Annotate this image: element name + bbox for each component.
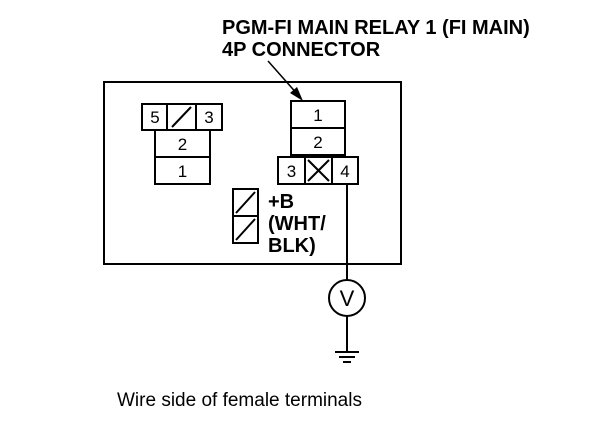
left-pin-1: 1 (178, 162, 187, 181)
connector-body-outline (103, 81, 402, 265)
main-pin-2: 2 (313, 133, 322, 152)
left-connector-row-2 (154, 129, 211, 158)
ground-icon (335, 351, 359, 363)
main-connector: 1 2 3 4 (277, 100, 359, 185)
wire-legend: +B (WHT/ BLK) (232, 188, 326, 257)
left-pin-5: 5 (150, 108, 159, 127)
leader-arrow (267, 60, 303, 101)
legend-label-line-2: (WHT/ (268, 213, 326, 235)
blank-terminal-mark (171, 106, 192, 128)
main-pin-3: 3 (287, 162, 296, 181)
main-pin-4: 4 (340, 162, 349, 181)
title-line-2: 4P CONNECTOR (222, 39, 381, 61)
main-pin-1: 1 (313, 106, 322, 125)
left-connector: 5 3 2 1 (141, 103, 223, 185)
voltmeter-symbol: V (340, 286, 355, 311)
voltmeter: V (328, 279, 366, 317)
main-connector-row-2 (290, 127, 346, 156)
legend-label-line-3: BLK) (268, 235, 316, 257)
legend-label-line-1: +B (268, 191, 294, 213)
main-connector-row-1 (290, 100, 346, 129)
left-pin-2: 2 (178, 135, 187, 154)
left-connector-row-1 (154, 156, 211, 185)
diagram-caption: Wire side of female terminals (117, 390, 362, 411)
title-line-1: PGM-FI MAIN RELAY 1 (FI MAIN) (222, 17, 530, 39)
left-pin-3: 3 (204, 108, 213, 127)
